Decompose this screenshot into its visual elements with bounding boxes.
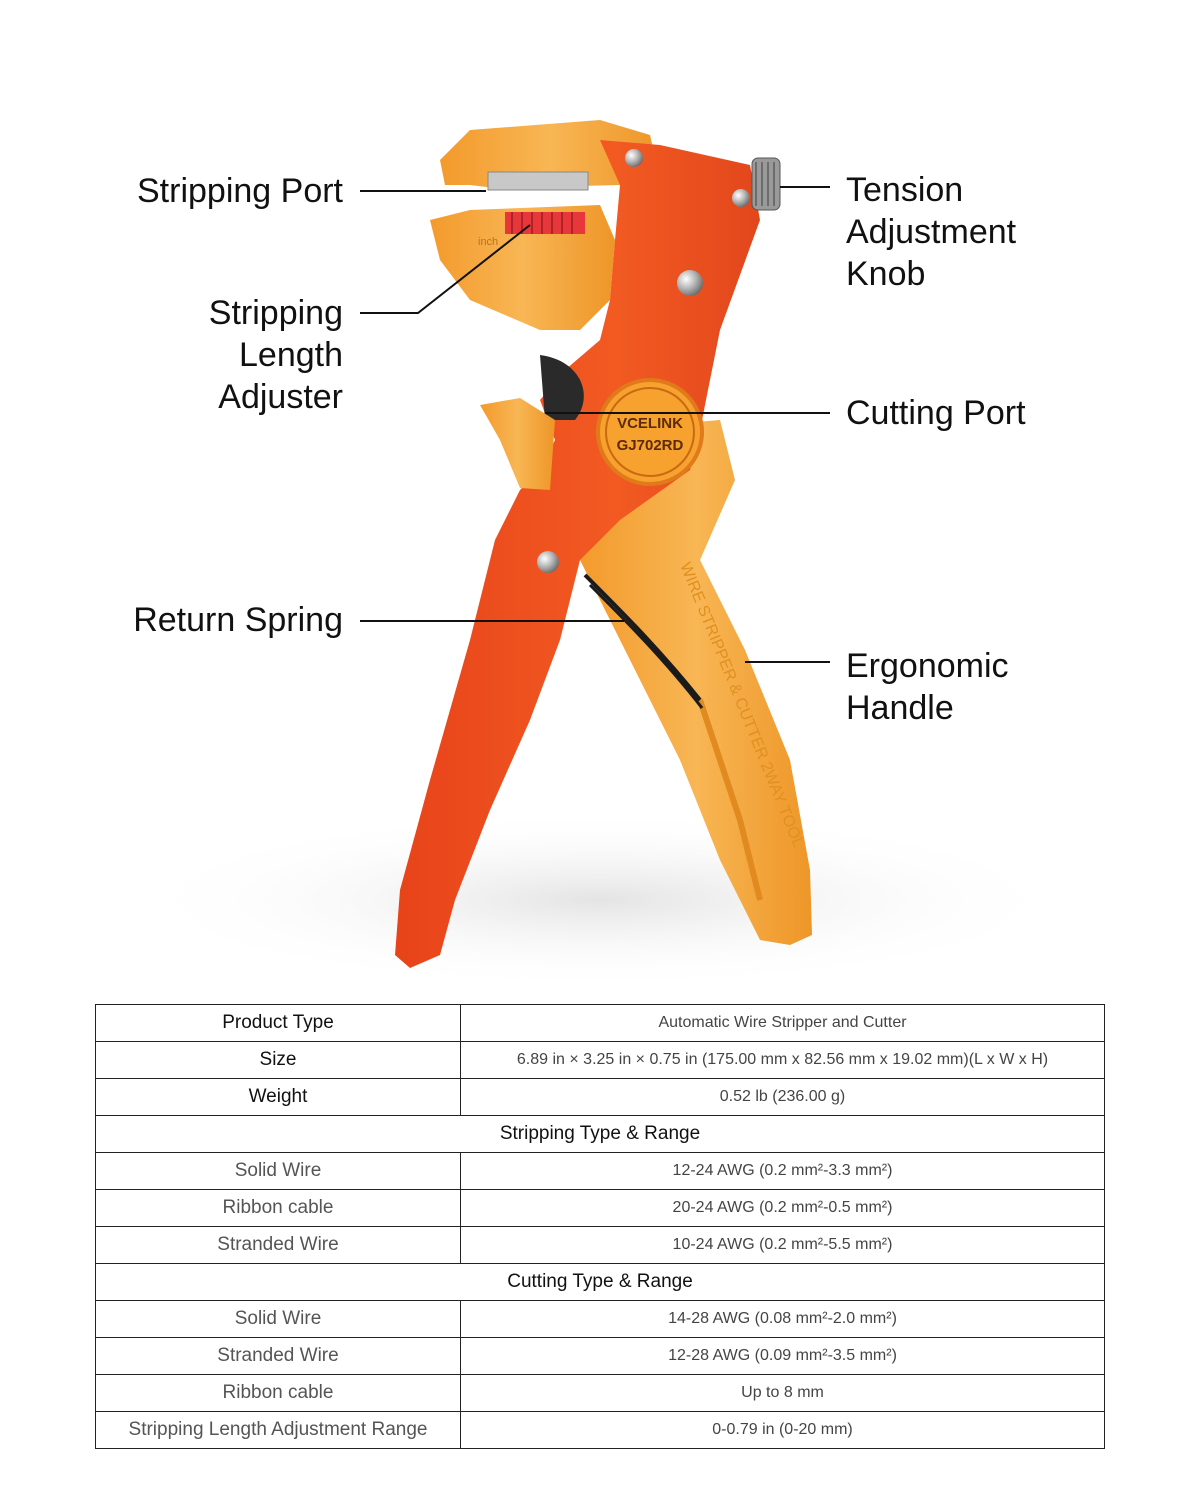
table-row: Product Type Automatic Wire Stripper and… (95, 1004, 1105, 1042)
stripping-scale (505, 212, 585, 234)
product-illustration: inch VCELINK GJ702RD WIRE STRIPPER & CUT… (120, 120, 1080, 990)
wire-stripper-image: inch VCELINK GJ702RD WIRE STRIPPER & CUT… (120, 120, 1080, 990)
spec-key: Ribbon cable (95, 1189, 461, 1227)
spec-value: 12-24 AWG (0.2 mm²-3.3 mm²) (460, 1152, 1105, 1190)
rivet (537, 551, 559, 573)
spec-key: Size (95, 1041, 461, 1079)
upper-jaw-shape (440, 120, 660, 188)
spec-value: 20-24 AWG (0.2 mm²-0.5 mm²) (460, 1189, 1105, 1227)
rivet (625, 149, 643, 167)
brand-badge (596, 378, 704, 486)
stripping-section-header: Stripping Type & Range (95, 1115, 1105, 1153)
callout-stripping-port: Stripping Port (137, 172, 343, 210)
rivet (732, 189, 750, 207)
table-row: Solid Wire 12-24 AWG (0.2 mm²-3.3 mm²) (95, 1152, 1105, 1190)
table-row: Stranded Wire 12-28 AWG (0.09 mm²-3.5 mm… (95, 1337, 1105, 1375)
table-row: Stripping Length Adjustment Range 0-0.79… (95, 1411, 1105, 1449)
tension-knob-shape (751, 157, 781, 211)
body-red-shape (395, 140, 760, 968)
section-header-row: Cutting Type & Range (95, 1263, 1105, 1301)
table-row: Ribbon cable 20-24 AWG (0.2 mm²-0.5 mm²) (95, 1189, 1105, 1227)
spec-value: Automatic Wire Stripper and Cutter (460, 1004, 1105, 1042)
table-row: Ribbon cable Up to 8 mm (95, 1374, 1105, 1412)
cutting-port-shape (540, 355, 584, 420)
cutting-jaw-shape (480, 398, 555, 490)
table-row: Size 6.89 in × 3.25 in × 0.75 in (175.00… (95, 1041, 1105, 1079)
cutting-section-header: Cutting Type & Range (95, 1263, 1105, 1301)
table-row: Stranded Wire 10-24 AWG (0.2 mm²-5.5 mm²… (95, 1226, 1105, 1264)
brand-mark-line2: GJ702RD (617, 437, 684, 454)
spec-value: 6.89 in × 3.25 in × 0.75 in (175.00 mm x… (460, 1041, 1105, 1079)
spec-key: Weight (95, 1078, 461, 1116)
spec-value: 10-24 AWG (0.2 mm²-5.5 mm²) (460, 1226, 1105, 1264)
spec-key: Ribbon cable (95, 1374, 461, 1412)
spec-key: Stripping Length Adjustment Range (95, 1411, 461, 1449)
callout-stripping-length-adjuster: Stripping Length Adjuster (208, 294, 343, 416)
spec-value: 0-0.79 in (0-20 mm) (460, 1411, 1105, 1449)
brand-badge-ring (605, 387, 695, 477)
spec-value: 12-28 AWG (0.09 mm²-3.5 mm²) (460, 1337, 1105, 1375)
callout-tension-adjustment-knob: Tension Adjustment Knob (846, 171, 1017, 293)
brand-mark-line1: VCELINK (617, 415, 683, 432)
callout-ergonomic-handle: Ergonomic Handle (846, 647, 1009, 727)
ground-shadow (120, 810, 1080, 990)
callout-return-spring: Return Spring (133, 601, 343, 639)
jaw-scale-text: inch (478, 236, 498, 248)
ergonomic-handle-shape (580, 420, 812, 945)
spec-key: Stranded Wire (95, 1337, 461, 1375)
spec-key: Product Type (95, 1004, 461, 1042)
rivet (677, 270, 703, 296)
stripping-blade (487, 171, 589, 191)
callout-cutting-port: Cutting Port (846, 394, 1026, 432)
spec-value: 14-28 AWG (0.08 mm²-2.0 mm²) (460, 1300, 1105, 1338)
spec-key: Solid Wire (95, 1300, 461, 1338)
return-spring-shape (583, 573, 702, 702)
section-header-row: Stripping Type & Range (95, 1115, 1105, 1153)
table-row: Weight 0.52 lb (236.00 g) (95, 1078, 1105, 1116)
specifications-table: Product Type Automatic Wire Stripper and… (95, 1004, 1105, 1449)
spec-key: Solid Wire (95, 1152, 461, 1190)
spec-value: 0.52 lb (236.00 g) (460, 1078, 1105, 1116)
table-row: Solid Wire 14-28 AWG (0.08 mm²-2.0 mm²) (95, 1300, 1105, 1338)
handle-groove (697, 699, 763, 901)
return-spring-strand (588, 583, 704, 709)
spec-key: Stranded Wire (95, 1226, 461, 1264)
spec-value: Up to 8 mm (460, 1374, 1105, 1412)
